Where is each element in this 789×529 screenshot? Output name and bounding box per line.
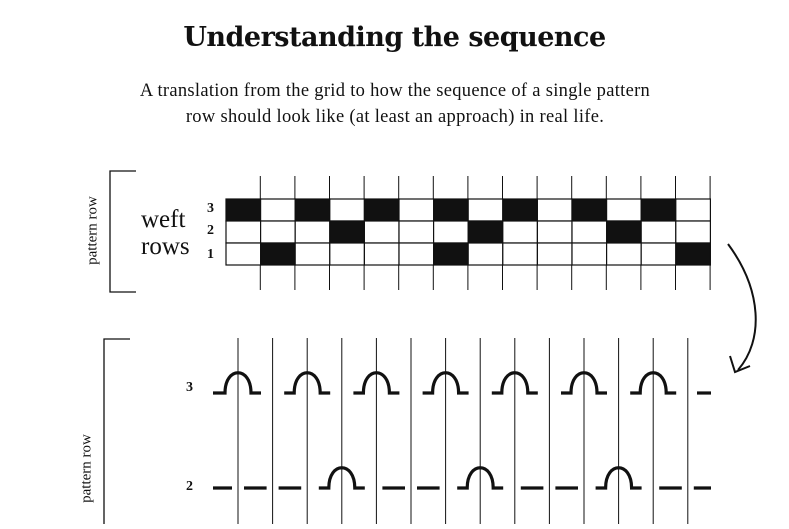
sequence-row-2-bump: [457, 466, 504, 490]
grid-cell-empty: [675, 220, 711, 244]
sequence-row-number-3: 3: [186, 380, 193, 395]
sequence-row-2-bump: [318, 466, 365, 490]
grid-row-number-3: 3: [207, 201, 214, 216]
grid-cell-filled: [675, 242, 711, 266]
grid-cell-filled: [433, 198, 469, 222]
grid-row-number-1: 1: [207, 247, 214, 262]
grid-cell-filled: [294, 198, 331, 222]
grid-cell-empty: [467, 242, 504, 266]
grid-cell-empty: [433, 220, 469, 244]
grid-cell-filled: [363, 198, 400, 222]
weft-label-line-2: rows: [141, 233, 190, 260]
sequence-row-3-wave: [213, 371, 677, 395]
grid-cell-empty: [502, 220, 538, 244]
grid-cell-empty: [260, 198, 296, 222]
curved-arrow: [727, 243, 757, 371]
grid-cell-empty: [571, 242, 608, 266]
grid-cell-empty: [260, 220, 296, 244]
grid-cell-filled: [225, 198, 262, 222]
grid-cell-empty: [640, 220, 677, 244]
subtitle-line-1: A translation from the grid to how the s…: [139, 81, 651, 101]
grid-cell-empty: [571, 220, 608, 244]
grid-cell-empty: [605, 198, 642, 222]
grid-cell-filled: [605, 220, 642, 244]
curved-arrow-head: [729, 355, 751, 374]
grid-cell-empty: [398, 242, 435, 266]
grid-cell-empty: [294, 242, 331, 266]
page-title: Understanding the sequence: [183, 22, 606, 53]
sequence-threads: [237, 338, 689, 524]
grid-cell-empty: [640, 242, 677, 266]
grid-cell-empty: [605, 242, 642, 266]
grid-cell-empty: [536, 198, 573, 222]
grid-cell-empty: [329, 198, 365, 222]
subtitle-line-2: row should look like (at least an approa…: [185, 107, 605, 127]
grid-row-number-2: 2: [207, 223, 214, 238]
weft-label-line-1: weft: [141, 206, 186, 233]
grid-cell-filled: [640, 198, 677, 222]
grid-cell-empty: [398, 198, 435, 222]
weft-rows-label: weft rows: [141, 206, 190, 260]
grid-cell-filled: [433, 242, 469, 266]
grid-cell-empty: [329, 242, 365, 266]
grid-cell-empty: [502, 242, 538, 266]
grid-cell-empty: [294, 220, 331, 244]
grid-cell-empty: [225, 242, 262, 266]
grid-cell-filled: [467, 220, 504, 244]
grid-cell-empty: [675, 198, 711, 222]
sequence-row-2-bump: [595, 466, 642, 490]
grid-cell-empty: [225, 220, 262, 244]
sequence-row-number-2: 2: [186, 479, 193, 494]
grid-cell-filled: [502, 198, 538, 222]
grid-cell-filled: [571, 198, 608, 222]
grid-cell-empty: [398, 220, 435, 244]
grid-bracket: [109, 170, 136, 293]
grid-cell-filled: [260, 242, 296, 266]
pattern-grid: [225, 198, 711, 266]
grid-cell-empty: [363, 220, 400, 244]
subtitle: A translation from the grid to how the s…: [60, 78, 730, 130]
grid-cell-empty: [467, 198, 504, 222]
grid-cell-filled: [329, 220, 365, 244]
grid-cell-empty: [363, 242, 400, 266]
sequence-bracket: [103, 338, 130, 524]
sequence-row-2-wave: [213, 466, 711, 490]
grid-cell-empty: [536, 242, 573, 266]
grid-cell-empty: [536, 220, 573, 244]
